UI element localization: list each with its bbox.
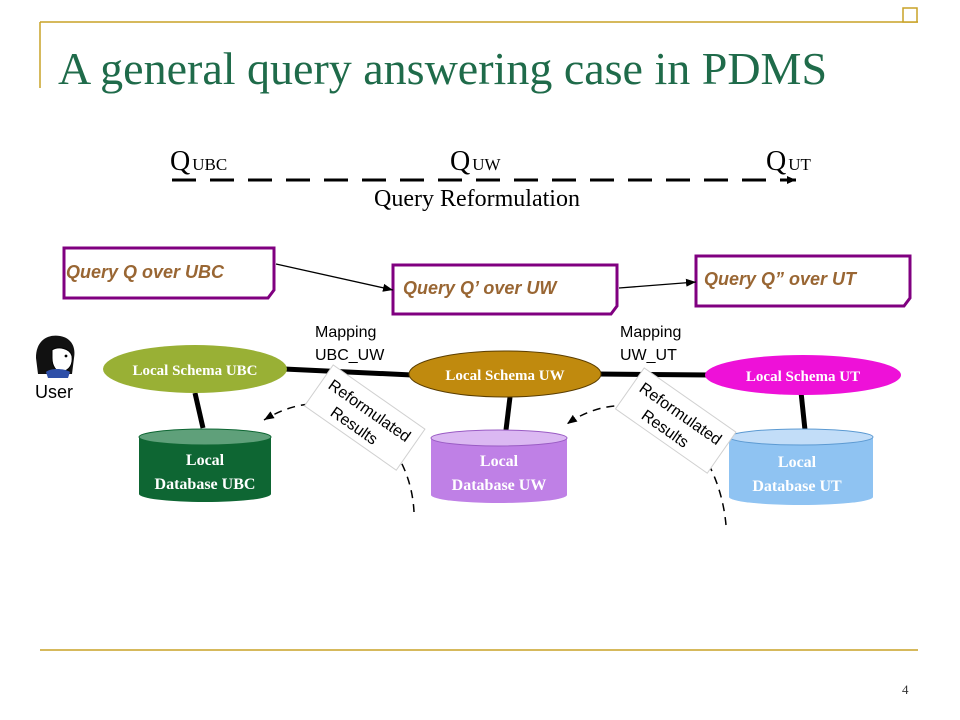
- q-ubc-letter: Q: [170, 146, 190, 177]
- local-database-ut-line2: Database UT: [752, 478, 842, 495]
- query-box-ut-text: Query Q” over UT: [704, 269, 858, 289]
- user-collar: [46, 369, 70, 378]
- results-return-path-2: [566, 404, 727, 526]
- mapping-uw-ut-line1: Mapping: [620, 324, 681, 341]
- mapping-label-uw-ut: Mapping UW_UT: [620, 324, 681, 364]
- local-schema-ut-shape: [705, 355, 901, 395]
- local-database-uw-top: [430, 429, 568, 447]
- query-arrow-ubc-to-uw: [275, 263, 394, 292]
- query-box-ubc-frame: [62, 246, 276, 300]
- connector-uw: [503, 396, 513, 431]
- query-arrow-uw-to-ut: [618, 278, 697, 289]
- local-database-ut-line1: Local: [778, 454, 817, 471]
- page-title: A general query answering case in PDMS: [58, 43, 827, 94]
- reformulation-label: Query Reformulation: [374, 186, 580, 212]
- local-database-ubc-body: [139, 437, 271, 502]
- frame-corner-square: [902, 7, 918, 23]
- mapping-label-ubc-uw: Mapping UBC_UW: [315, 324, 385, 364]
- q-ut-sub: UT: [788, 155, 811, 174]
- mapping-ubc-uw-line1: Mapping: [315, 324, 376, 341]
- local-database-uw: Local Database UW: [430, 429, 568, 503]
- local-database-ut-body: [729, 437, 873, 505]
- local-schema-uw-label: Local Schema UW: [445, 368, 564, 384]
- local-database-uw-line1: Local: [480, 453, 519, 470]
- local-database-ubc-line1: Local: [186, 452, 225, 469]
- local-database-ubc-line2: Database UBC: [155, 476, 256, 493]
- query-box-uw: Query Q’ over UW: [391, 263, 619, 316]
- connector-ubc: [192, 392, 206, 429]
- q-uw-sub: UW: [472, 155, 501, 174]
- local-schema-ut: Local Schema UT: [705, 355, 901, 395]
- q-uw-letter: Q: [450, 146, 470, 177]
- local-schema-ut-label: Local Schema UT: [746, 369, 860, 385]
- mapping-ubc-uw-line2: UBC_UW: [315, 347, 385, 364]
- local-database-ubc-top: [138, 428, 272, 446]
- results-return-path-1: [263, 402, 415, 513]
- query-box-uw-text: Query Q’ over UW: [403, 278, 558, 298]
- query-box-ut-frame: [694, 254, 912, 308]
- local-database-ubc: Local Database UBC: [138, 428, 272, 502]
- local-database-ut-top: [728, 428, 874, 446]
- local-schema-ubc-shape: [103, 345, 287, 393]
- q-ut-letter: Q: [766, 146, 786, 177]
- schema-link-ubc-uw: [283, 366, 413, 378]
- user-eye: [64, 354, 68, 358]
- slide-frame: [39, 7, 918, 651]
- results-label-2-box: [614, 367, 737, 474]
- query-box-uw-frame: [391, 263, 619, 316]
- user-icon: [36, 335, 75, 378]
- q-ubc-sub: UBC: [192, 155, 227, 174]
- local-schema-uw-shape: [408, 350, 602, 398]
- user-label: User: [35, 382, 73, 402]
- page-number: 4: [902, 682, 909, 697]
- local-database-uw-line2: Database UW: [452, 477, 547, 494]
- local-schema-ubc: Local Schema UBC: [103, 345, 287, 393]
- mapping-uw-ut-line2: UW_UT: [620, 347, 677, 364]
- local-schema-uw: Local Schema UW: [408, 350, 602, 398]
- connector-ut: [798, 391, 808, 431]
- query-box-ubc: Query Q over UBC: [62, 246, 276, 300]
- results-label-1-box: [303, 364, 426, 471]
- local-database-uw-body: [431, 438, 567, 503]
- user-face: [51, 347, 73, 373]
- query-box-ut: Query Q” over UT: [694, 254, 912, 308]
- local-schema-ubc-label: Local Schema UBC: [133, 363, 258, 379]
- results-label-1: Reformulated Results: [303, 364, 426, 471]
- local-database-ut: Local Database UT: [728, 428, 874, 505]
- query-box-ubc-text: Query Q over UBC: [66, 262, 225, 282]
